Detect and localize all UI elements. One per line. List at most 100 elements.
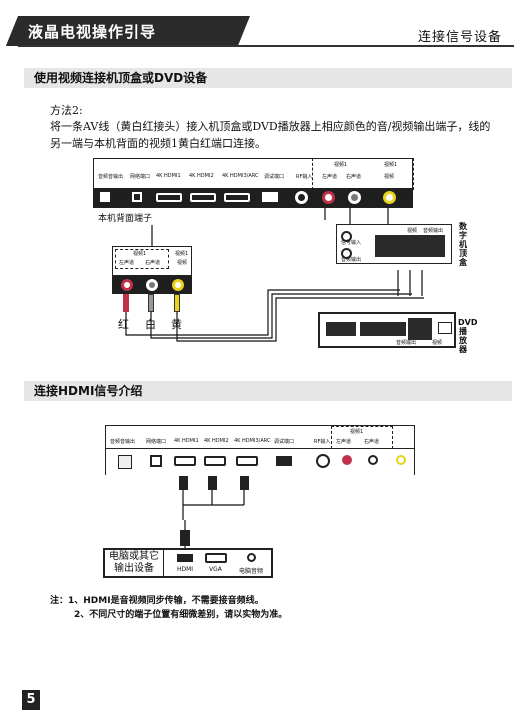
hdmi-plug-3-icon: [240, 476, 249, 490]
dvd-power-icon: [438, 322, 452, 334]
panel2-label-rf: RF输入: [314, 439, 331, 445]
dvd-label: DVD播放器: [458, 318, 478, 354]
yellow-rca-port-icon: [383, 191, 396, 204]
audio-out-port-icon: [100, 192, 110, 202]
pc-vga-port-icon: [205, 553, 227, 563]
description-line-2: 另一端与本机背面的视频1黄白红端口连接。: [50, 137, 266, 150]
zoom-port-strip: [112, 276, 192, 294]
hdmi-plug-1-icon: [179, 476, 188, 490]
panel2-hdmi1-icon: [174, 456, 196, 466]
dvd-device: 音频输出 视频: [318, 312, 456, 348]
panel2-hdmi3-icon: [236, 456, 258, 466]
stb-device: 信号输入 音频输出 视频 音频输出: [336, 224, 452, 264]
panel-label-audio-out: 音频音输出: [98, 174, 124, 180]
panel-label-hdmi2: 4K HDMI2: [189, 173, 214, 179]
description-line-1: 将一条AV线（黄白红接头）接入机顶盒或DVD播放器上相应颜色的音/视频输出端子，…: [50, 120, 491, 133]
dvd-port-block-2: [360, 322, 406, 336]
zoom-label-video: 视频: [177, 260, 188, 266]
panel-label-hdmi3: 4K HDMI3/ARC: [222, 173, 259, 179]
zoom-label-video1-b: 视频1: [175, 251, 189, 257]
white-plug-icon: [148, 294, 154, 312]
panel-label-video1: 视频1: [334, 162, 348, 168]
zoom-dashed-outline: [115, 249, 169, 269]
back-panel-caption: 本机背面端子: [98, 214, 153, 224]
back-panel-2: 音频音输出 网络端口 4K HDMI1 4K HDMI2 4K HDMI3/AR…: [105, 425, 415, 475]
panel2-rf-icon: [316, 454, 330, 468]
panel2-yellow-rca-icon: [396, 455, 406, 465]
panel-label-hdmi1: 4K HDMI1: [156, 173, 181, 179]
panel2-white-rca-icon: [368, 455, 378, 465]
stb-audio-out-label: 音频输出: [341, 257, 362, 263]
section-title-hdmi: 连接HDMI信号介绍: [24, 381, 512, 401]
panel2-label-audio-out: 音频音输出: [110, 439, 136, 445]
panel-label-right: 右声道: [346, 174, 362, 180]
pc-hdmi-label: HDMI: [177, 566, 194, 573]
hdmi2-port-icon: [190, 193, 216, 202]
panel2-debug-icon: [276, 456, 292, 466]
pc-label-line-2: 输出设备: [114, 563, 154, 574]
stb-audio-out-icon: [341, 248, 352, 259]
note-line-1: 注：1、HDMI是音视频同步传输，不需要接音频线。: [50, 596, 264, 606]
hdmi-plug-2-icon: [208, 476, 217, 490]
header-rule: [18, 45, 514, 47]
panel2-label-debug: 调试端口: [274, 439, 295, 445]
pc-audio-port-icon: [247, 553, 256, 562]
hdmi3-port-icon: [224, 193, 250, 202]
pc-label-box: 电脑或其它 输出设备: [105, 550, 164, 576]
panel2-label-hdmi2: 4K HDMI2: [204, 438, 229, 444]
yellow-plug-icon: [174, 294, 180, 312]
method-label: 方法2:: [50, 104, 83, 117]
stb-video-label: 视频: [407, 228, 418, 234]
panel-label-rf: RF输入: [296, 174, 313, 180]
panel-port-strip: [94, 188, 412, 207]
rf-input-icon: [295, 191, 308, 204]
zoom-red-port-icon: [121, 279, 133, 291]
stb-signal-in-label: 信号输入: [341, 240, 362, 246]
note-line-2: 2、不同尺寸的端子位置有细微差别，请以实物为准。: [74, 610, 288, 620]
panel-label-left: 左声道: [322, 174, 338, 180]
stb-audio-out2-label: 音频输出: [423, 228, 444, 234]
panel2-red-rca-icon: [342, 455, 352, 465]
dvd-audio-out-label: 音频输出: [396, 340, 417, 346]
panel2-video1-outline: [331, 426, 393, 449]
network-port-icon: [132, 192, 142, 202]
pc-audio-label: 电脑音频: [239, 568, 264, 575]
red-label: 红: [118, 318, 129, 331]
page-number: 5: [22, 690, 40, 710]
zoom-label-right: 右声道: [145, 260, 161, 266]
zoom-label-video1: 视频1: [133, 251, 147, 257]
panel2-hdmi2-icon: [204, 456, 226, 466]
section-title-av: 使用视频连接机顶盒或DVD设备: [24, 68, 512, 88]
debug-port-icon: [262, 192, 278, 202]
pc-device: 电脑或其它 输出设备 HDMI VGA 电脑音频: [103, 548, 273, 578]
panel-label-video: 视频: [384, 174, 395, 180]
dvd-port-block-3: [408, 318, 432, 340]
panel2-audio-out-icon: [118, 455, 132, 469]
panel2-label-left: 左声道: [336, 439, 352, 445]
dvd-video-label: 视频: [432, 340, 443, 346]
panel2-port-strip: [106, 448, 414, 475]
pc-label-line-1: 电脑或其它: [109, 551, 159, 562]
stb-signal-in-icon: [341, 231, 352, 242]
stb-port-block: [375, 235, 445, 257]
panel2-label-network: 网络端口: [146, 439, 167, 445]
zoom-label-left: 左声道: [119, 260, 135, 266]
panel-label-network: 网络端口: [130, 174, 151, 180]
panel2-network-icon: [150, 455, 162, 467]
stb-label: 数字机顶盒: [459, 222, 467, 267]
hdmi1-port-icon: [156, 193, 182, 202]
zoom-yellow-port-icon: [172, 279, 184, 291]
zoom-white-port-icon: [146, 279, 158, 291]
dvd-port-block-1: [326, 322, 356, 336]
back-panel-1: 音频音输出 网络端口 4K HDMI1 4K HDMI2 4K HDMI3/AR…: [93, 158, 414, 208]
zoom-detail-box: 视频1 左声道 右声道 视频1 视频: [112, 246, 192, 276]
panel2-label-hdmi1: 4K HDMI1: [174, 438, 199, 444]
hdmi-plug-pc-icon: [180, 530, 190, 546]
panel-label-debug: 调试端口: [264, 174, 285, 180]
panel2-label-hdmi3: 4K HDMI3/ARC: [234, 438, 271, 444]
panel2-label-video1: 视频1: [350, 429, 364, 435]
panel2-label-right: 右声道: [364, 439, 380, 445]
header-title: 液晶电视操作引导: [28, 23, 157, 41]
red-rca-port-icon: [322, 191, 335, 204]
